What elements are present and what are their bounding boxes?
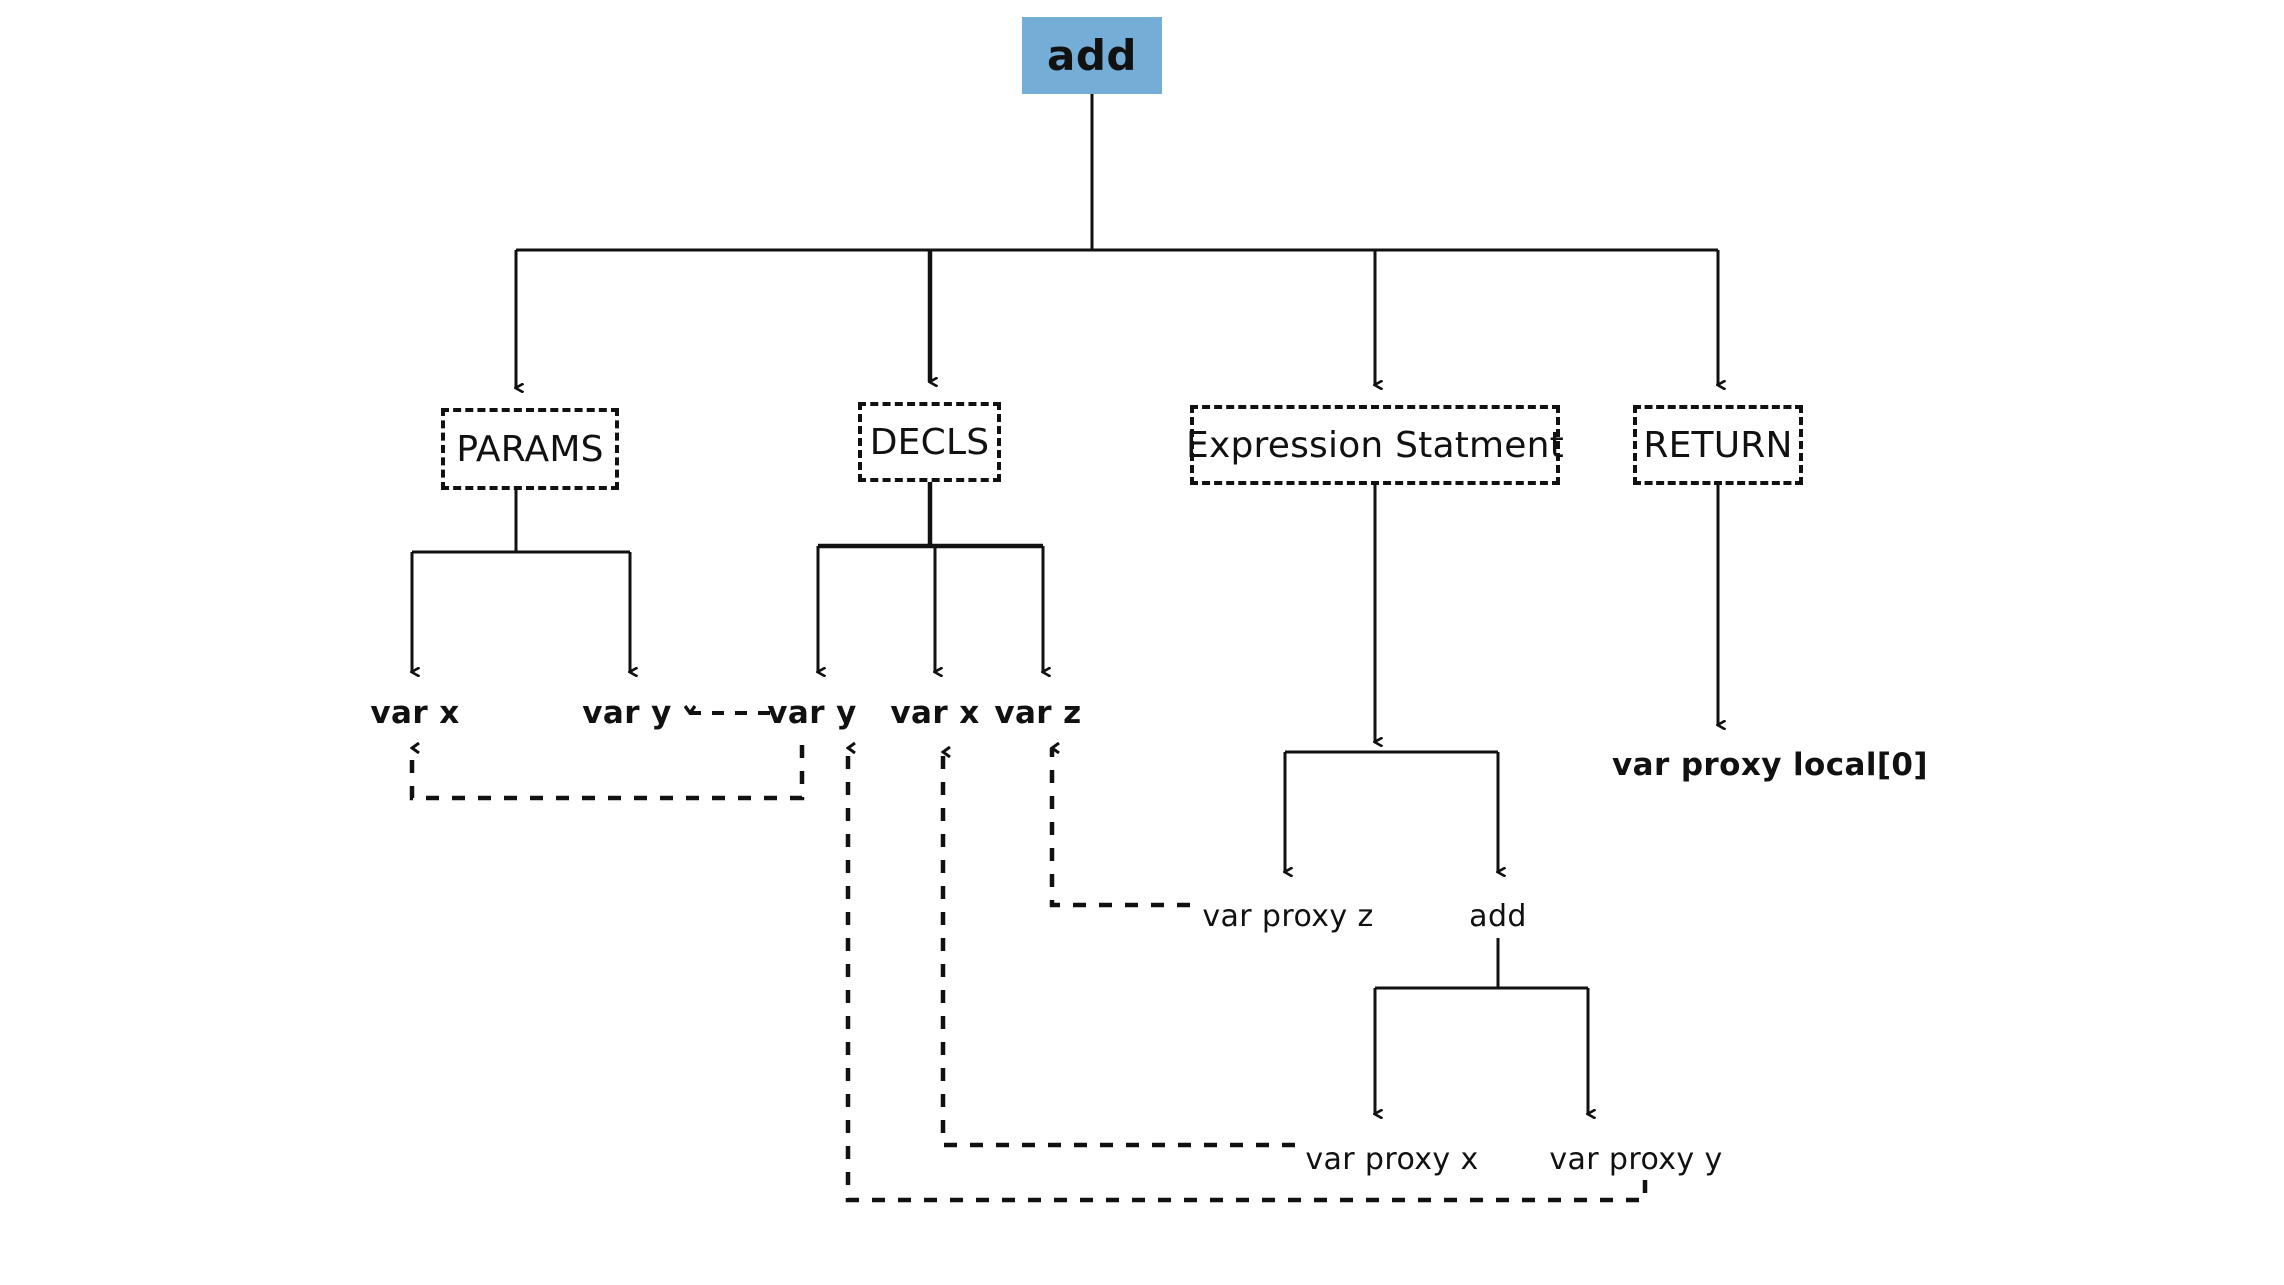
ref-edge-proxy-z-to-decl-z — [1049, 748, 1190, 908]
node-decls-label: DECLS — [869, 421, 990, 463]
node-expression-statement-label: Expression Statment — [1186, 424, 1564, 466]
node-var-proxy-x[interactable]: var proxy x — [1292, 1138, 1492, 1180]
edge-add-call-bus — [1375, 938, 1588, 990]
node-var-proxy-z[interactable]: var proxy z — [1188, 895, 1388, 937]
node-decl-var-y-label: var y — [767, 695, 857, 731]
node-params-label: PARAMS — [456, 428, 604, 470]
node-var-proxy-y[interactable]: var proxy y — [1536, 1138, 1736, 1180]
node-add-call[interactable]: add — [1448, 895, 1548, 937]
edge-root-bus — [516, 94, 1718, 252]
node-return[interactable]: RETURN — [1633, 405, 1803, 485]
node-decl-var-z[interactable]: var z — [978, 692, 1098, 734]
node-param-var-y-label: var y — [582, 695, 672, 731]
node-decl-var-x[interactable]: var x — [875, 692, 995, 734]
node-param-var-x-label: var x — [370, 695, 460, 731]
edge-decls-bus — [818, 482, 1043, 549]
node-return-label: RETURN — [1643, 424, 1793, 466]
ref-edge-proxy-y-to-decl-y — [845, 748, 1648, 1203]
node-add-call-label: add — [1469, 898, 1527, 934]
ref-edge-proxy-x-to-decl-x — [940, 752, 1295, 1148]
edge-params-bus — [412, 490, 630, 554]
edge-expression-statement-bus — [1285, 485, 1498, 754]
node-decl-var-y[interactable]: var y — [752, 692, 872, 734]
node-return-proxy-local[interactable]: var proxy local[0] — [1570, 743, 1970, 787]
node-params[interactable]: PARAMS — [441, 408, 619, 490]
node-decl-var-x-label: var x — [890, 695, 980, 731]
ref-edge-decl-x-to-param-x — [409, 745, 805, 801]
node-decls[interactable]: DECLS — [858, 402, 1001, 482]
node-expression-statement[interactable]: Expression Statment — [1186, 405, 1564, 485]
node-root-add-label: add — [1047, 31, 1137, 80]
node-param-var-y[interactable]: var y — [567, 692, 687, 734]
node-var-proxy-y-label: var proxy y — [1549, 1141, 1723, 1177]
node-var-proxy-x-label: var proxy x — [1305, 1141, 1479, 1177]
node-var-proxy-z-label: var proxy z — [1202, 898, 1374, 934]
node-return-proxy-local-label: var proxy local[0] — [1612, 747, 1928, 783]
node-root-add[interactable]: add — [1022, 17, 1162, 94]
node-decl-var-z-label: var z — [994, 695, 1082, 731]
node-param-var-x[interactable]: var x — [355, 692, 475, 734]
